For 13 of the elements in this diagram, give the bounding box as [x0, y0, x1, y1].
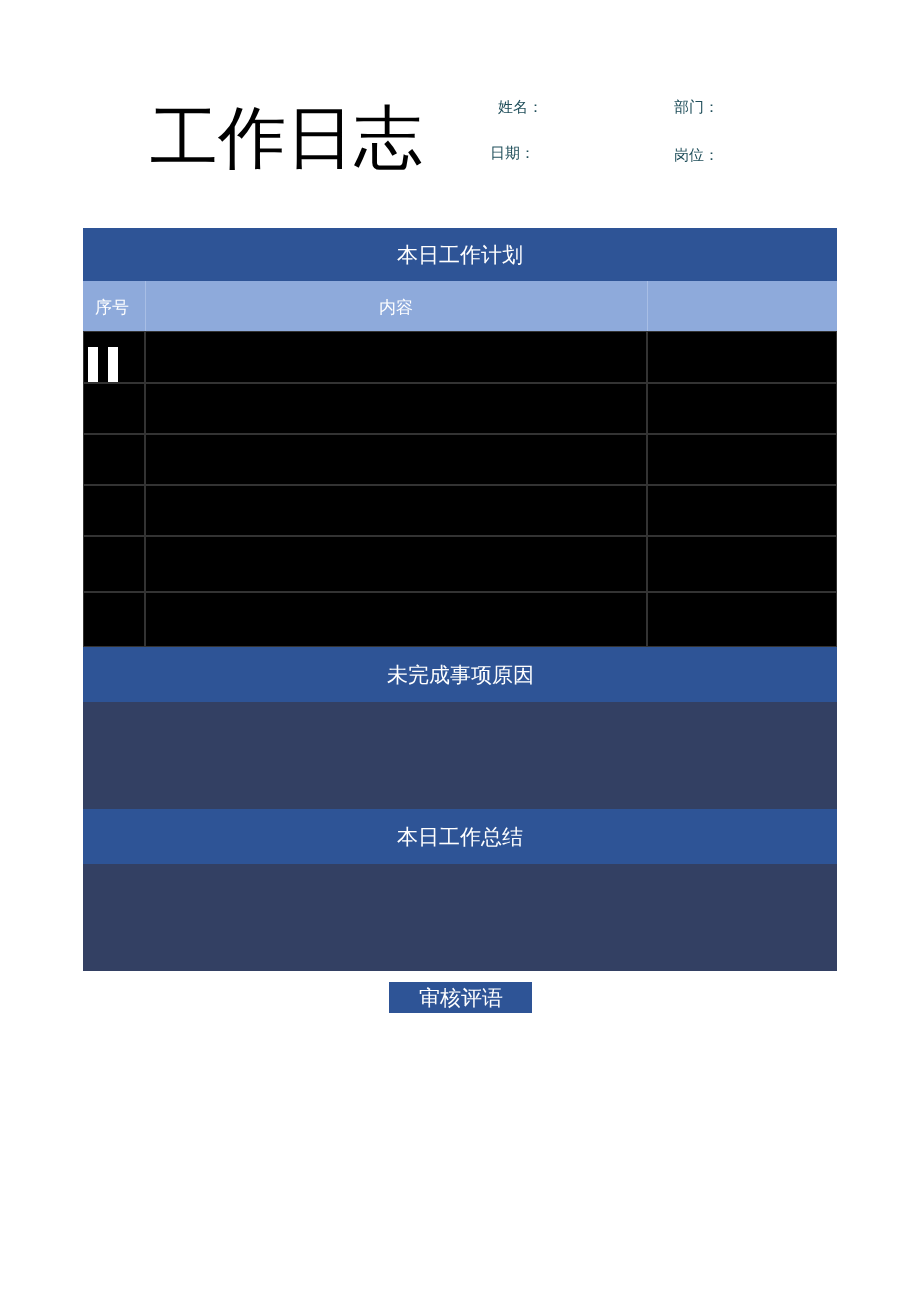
column-header: 序号 — [95, 296, 129, 319]
text-area — [83, 702, 837, 809]
field-label: 姓名： — [498, 98, 543, 117]
field-label: 岗位： — [674, 146, 719, 165]
column-header: 内容 — [379, 296, 413, 319]
field-label: 部门： — [674, 98, 719, 117]
page-title: 工作日志 — [150, 98, 422, 178]
section-header: 本日工作计划 — [83, 228, 837, 281]
field-label: 日期： — [490, 144, 535, 163]
text-area — [83, 864, 837, 971]
section-header: 未完成事项原因 — [83, 647, 837, 702]
section-header: 审核评语 — [389, 982, 532, 1013]
section-header: 本日工作总结 — [83, 809, 837, 864]
